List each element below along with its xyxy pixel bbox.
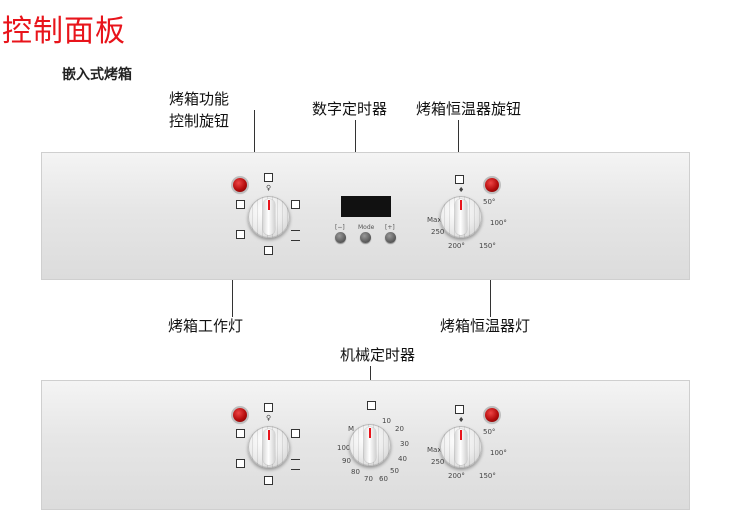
temp-mark-100: 100° <box>490 219 507 227</box>
temp-mark-250-2: 250° <box>431 458 448 466</box>
light-icon: ♀ <box>266 184 272 192</box>
light-icon-2: ♀ <box>266 414 272 422</box>
thermometer-icon <box>455 175 464 184</box>
thermostat-lamp-2 <box>485 408 499 422</box>
callout-function-knob-line2: 控制旋钮 <box>169 112 230 130</box>
callout-mechanical-timer: 机械定时器 <box>340 346 416 364</box>
timer-mode-label: Mode <box>358 224 375 231</box>
top-bottom-heat-icon <box>264 173 273 182</box>
temp-mark-50-2: 50° <box>483 428 496 436</box>
temp-mark-50: 50° <box>483 198 496 206</box>
bottom-heat-icon-2 <box>236 459 245 468</box>
timer-mark-100: 100 <box>337 444 351 452</box>
oven-lamp-2 <box>233 408 247 422</box>
fan-grill-icon <box>291 200 300 209</box>
temp-mark-150-2: 150° <box>479 472 496 480</box>
function-knob[interactable] <box>248 196 290 238</box>
timer-mark-90: 90 <box>342 457 351 465</box>
leader-thermostat-knob <box>458 120 459 178</box>
callout-digital-timer: 数字定时器 <box>312 100 388 118</box>
thermostat-knob-2[interactable] <box>440 426 482 468</box>
clock-icon <box>367 401 376 410</box>
thermostat-lamp <box>485 178 499 192</box>
fan-grill-icon-2 <box>291 429 300 438</box>
timer-mark-50: 50 <box>390 467 399 475</box>
temp-mark-150: 150° <box>479 242 496 250</box>
top-bottom-heat-icon-2 <box>264 403 273 412</box>
mechanical-timer-knob[interactable] <box>349 424 391 466</box>
grill-icon-2 <box>236 429 245 438</box>
temp-mark-max: Max <box>427 216 442 224</box>
callout-oven-lamp: 烤箱工作灯 <box>168 317 244 335</box>
timer-minus-label: [−] <box>335 224 345 231</box>
oven-control-panel-mechanical: ♀ 10 20 30 40 50 60 70 80 90 100 M ♦ 50°… <box>41 380 690 510</box>
timer-mark-m: M <box>348 425 355 433</box>
timer-plus-label: [+] <box>385 224 395 231</box>
fan-icon-2 <box>264 476 273 485</box>
timer-mark-60: 60 <box>379 475 388 483</box>
timer-mark-30: 30 <box>400 440 409 448</box>
temp-mark-200: 200° <box>448 242 465 250</box>
timer-minus-button[interactable] <box>335 232 346 243</box>
callout-thermostat-lamp: 烤箱恒温器灯 <box>440 317 531 335</box>
timer-mark-10: 10 <box>382 417 391 425</box>
temp-mark-250: 250° <box>431 228 448 236</box>
top-heat-icon-2 <box>291 459 300 470</box>
thermometer-icon-2 <box>455 405 464 414</box>
grill-icon <box>236 200 245 209</box>
section-subtitle: 嵌入式烤箱 <box>62 67 132 83</box>
callout-function-knob-line1: 烤箱功能 <box>169 90 230 108</box>
top-heat-icon <box>291 230 300 241</box>
temp-mark-200-2: 200° <box>448 472 465 480</box>
bottom-heat-icon <box>236 230 245 239</box>
temp-zero-marker-2: ♦ <box>458 416 465 424</box>
fan-icon <box>264 246 273 255</box>
oven-lamp <box>233 178 247 192</box>
thermostat-knob[interactable] <box>440 196 482 238</box>
timer-mark-70: 70 <box>364 475 373 483</box>
temp-mark-max-2: Max <box>427 446 442 454</box>
page-title: 控制面板 <box>2 14 126 49</box>
timer-mark-80: 80 <box>351 468 360 476</box>
callout-thermostat-knob: 烤箱恒温器旋钮 <box>416 100 522 118</box>
temp-zero-marker: ♦ <box>458 186 465 194</box>
digital-timer-display <box>341 196 391 217</box>
timer-mode-button[interactable] <box>360 232 371 243</box>
timer-plus-button[interactable] <box>385 232 396 243</box>
oven-control-panel-digital: ♀ [−] Mode [+] ♦ 50° 100° 150° 200° 250°… <box>41 152 690 280</box>
temp-mark-100-2: 100° <box>490 449 507 457</box>
timer-mark-20: 20 <box>395 425 404 433</box>
timer-mark-40: 40 <box>398 455 407 463</box>
function-knob-2[interactable] <box>248 426 290 468</box>
callout-function-knob: 烤箱功能 控制旋钮 <box>169 88 229 132</box>
